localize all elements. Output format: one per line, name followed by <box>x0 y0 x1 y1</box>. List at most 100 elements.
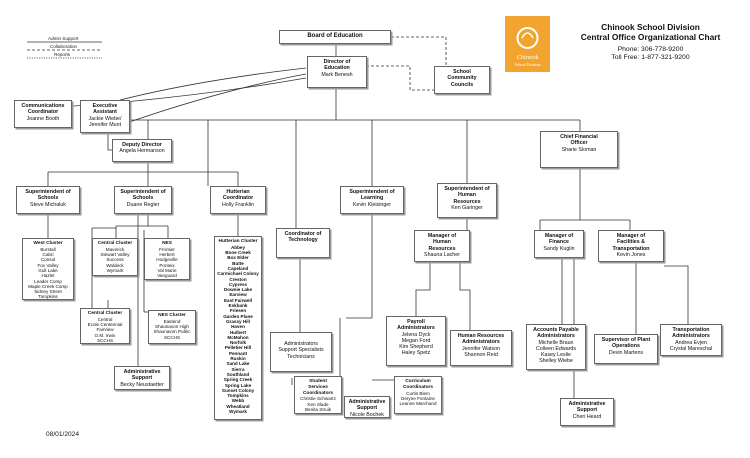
legend-reports-label: Reports <box>54 52 71 57</box>
school-item: Abbey <box>230 244 246 250</box>
hradm-name: Jennifer Watson Shannon Reid <box>461 345 501 358</box>
curric-title: Curriculum Coordinators <box>402 379 434 390</box>
division-logo: Chinook School Division <box>505 16 550 72</box>
school-item: Cabri <box>42 252 54 258</box>
school-item: Shaunavon High <box>155 324 189 330</box>
deputy-title: Deputy Director <box>122 142 162 148</box>
board-title: Board of Education <box>307 33 363 39</box>
cfo-title: Chief Financial Officer <box>560 134 598 147</box>
school-item: Stewart Valley <box>100 252 130 258</box>
central-title: Central Cluster <box>97 241 133 246</box>
board-of-education: Board of Education <box>279 30 391 44</box>
school-item: SCCHS <box>163 334 181 340</box>
legend-admin-label: Admin Support <box>48 36 79 41</box>
cfo-name: Sharie Sloman <box>561 146 597 153</box>
school-item: Wymark <box>106 267 124 273</box>
school-item: Creston <box>229 276 247 282</box>
hutterian-title: Hutterian Cluster <box>218 239 258 244</box>
nes-title: NES <box>162 241 172 246</box>
comm-title: Communications Coordinator <box>21 103 65 116</box>
school-item: Ponteix <box>159 262 175 268</box>
school-item: Sidney Street <box>34 289 62 295</box>
mfac-title: Manager of Facilities & Transportation <box>612 233 650 252</box>
sup1-title: Superintendent of Schools <box>25 189 71 202</box>
exec-name: Jackie Wiebe/ Jennifer Munt <box>88 115 122 128</box>
school-item: O.M. Irwin <box>94 332 116 338</box>
mfin-name: Sandy Kuglin <box>543 245 575 252</box>
payroll-name: Jelena Dyck Megan Ford Kim Shepherd Hale… <box>399 331 433 357</box>
school-item: Fairview <box>96 327 114 333</box>
school-item: Shaunavon Public <box>153 329 191 335</box>
ap-title: Accounts Payable Administrators <box>533 327 579 340</box>
school-item: Wymark <box>229 409 247 414</box>
logo-text-2: School Division <box>514 62 541 67</box>
phone-number: Phone: 306-778-9200 <box>617 46 684 53</box>
school-item: Cypress <box>228 281 248 287</box>
school-item: Val Marie <box>157 267 177 273</box>
school-item: Hazlet <box>41 273 55 279</box>
plant-title: Supervisor of Plant Operations <box>601 337 651 350</box>
school-item: Eskbank <box>228 303 248 309</box>
school-item: Norfolk <box>229 340 247 346</box>
school-item: Spring Creek <box>223 377 253 383</box>
coordtech-title: Coordinator of Technology <box>284 231 322 244</box>
school-item: Hulbert <box>229 329 247 335</box>
title-block: Chinook School Division Central Office O… <box>553 22 748 62</box>
school-logo-icon <box>516 27 539 49</box>
school-item: Haven <box>231 324 245 330</box>
school-item: Garden Plane <box>223 313 253 319</box>
school-item: Downie Lake <box>223 287 253 293</box>
school-item: Maverick <box>105 246 125 252</box>
school-item: Gull Lake <box>38 267 58 273</box>
school-item: Bone Creek <box>225 250 251 256</box>
comm-name: Joanne Booth <box>26 115 60 122</box>
school-item: McMahon <box>227 334 249 340</box>
coordinator-technology: Coordinator of Technology <box>276 228 330 258</box>
school-item: Maple Creek Comp <box>28 283 68 289</box>
school-item: Leader Comp <box>34 278 62 284</box>
school-item: Pelletier Hill <box>224 345 252 351</box>
hutt-title: Hutterian Coordinator <box>222 189 254 202</box>
exec-title: Executive Assistant <box>92 103 118 116</box>
school-item: Herbert <box>159 252 175 258</box>
mfin-title: Manager of Finance <box>544 233 574 246</box>
sup2-title: Superintendent of Schools <box>120 189 166 202</box>
transp-name: Andrea Evjen Crystal Mareschal <box>669 339 713 352</box>
school-item: Sand Lake <box>226 361 250 367</box>
mfac-name: Kevin Jones <box>616 251 646 258</box>
school-item: Central <box>97 316 113 322</box>
plant-name: Devin Martens <box>608 349 644 356</box>
org-name: Chinook School Division <box>601 22 700 32</box>
mhr-name: Shauna Lacher <box>424 251 460 258</box>
suplearn-name: Kevin Kleisinger <box>353 201 391 208</box>
school-item: Ruskin <box>230 356 246 362</box>
admsup2-name: Nicole Bochek <box>350 411 384 418</box>
scc-title: School Community Councils <box>447 69 477 88</box>
admsup1-title: Administrative Support <box>123 369 161 382</box>
ap-name: Michelle Braun Colleen Edwards Kasey Les… <box>535 339 577 365</box>
school-item: Capeland <box>227 265 249 271</box>
school-item: Box Elder <box>227 255 249 261</box>
chart-date: 08/01/2024 <box>46 431 80 438</box>
suphr-name: Ken Garinger <box>451 204 483 211</box>
school-item: Eastend <box>163 318 181 324</box>
admsup1-name: Becky Neustaetter <box>120 381 164 388</box>
transp-title: Transportation Administrators <box>672 327 710 340</box>
school-item: Earview <box>229 292 247 298</box>
school-community-councils: School Community Councils <box>434 66 490 94</box>
school-item: Frontier <box>159 246 175 252</box>
